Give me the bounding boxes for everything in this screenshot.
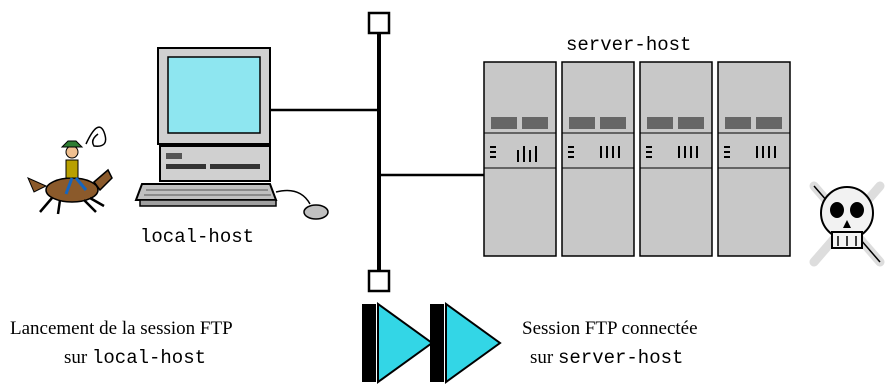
caption-right-line2: sur server-host xyxy=(530,347,683,369)
network-bus xyxy=(270,11,484,293)
desktop-computer-icon xyxy=(134,47,329,220)
caption-left-line1: Lancement de la session FTP xyxy=(10,318,233,339)
cowboy-rider-icon xyxy=(27,126,113,215)
caption-left-host: local-host xyxy=(91,347,207,369)
play-arrows-icon xyxy=(362,302,502,384)
server-rack-icon xyxy=(483,61,791,257)
skull-crossbones-icon xyxy=(809,181,885,267)
caption-left-line2: sur local-host xyxy=(64,347,206,369)
caption-right-host: server-host xyxy=(557,347,684,369)
caption-right-prefix: sur xyxy=(530,347,558,368)
caption-left-prefix: sur xyxy=(64,347,92,368)
local-host-label: local-host xyxy=(140,226,255,248)
caption-right-line1: Session FTP connectée xyxy=(522,318,698,339)
server-host-label: server-host xyxy=(566,34,692,56)
